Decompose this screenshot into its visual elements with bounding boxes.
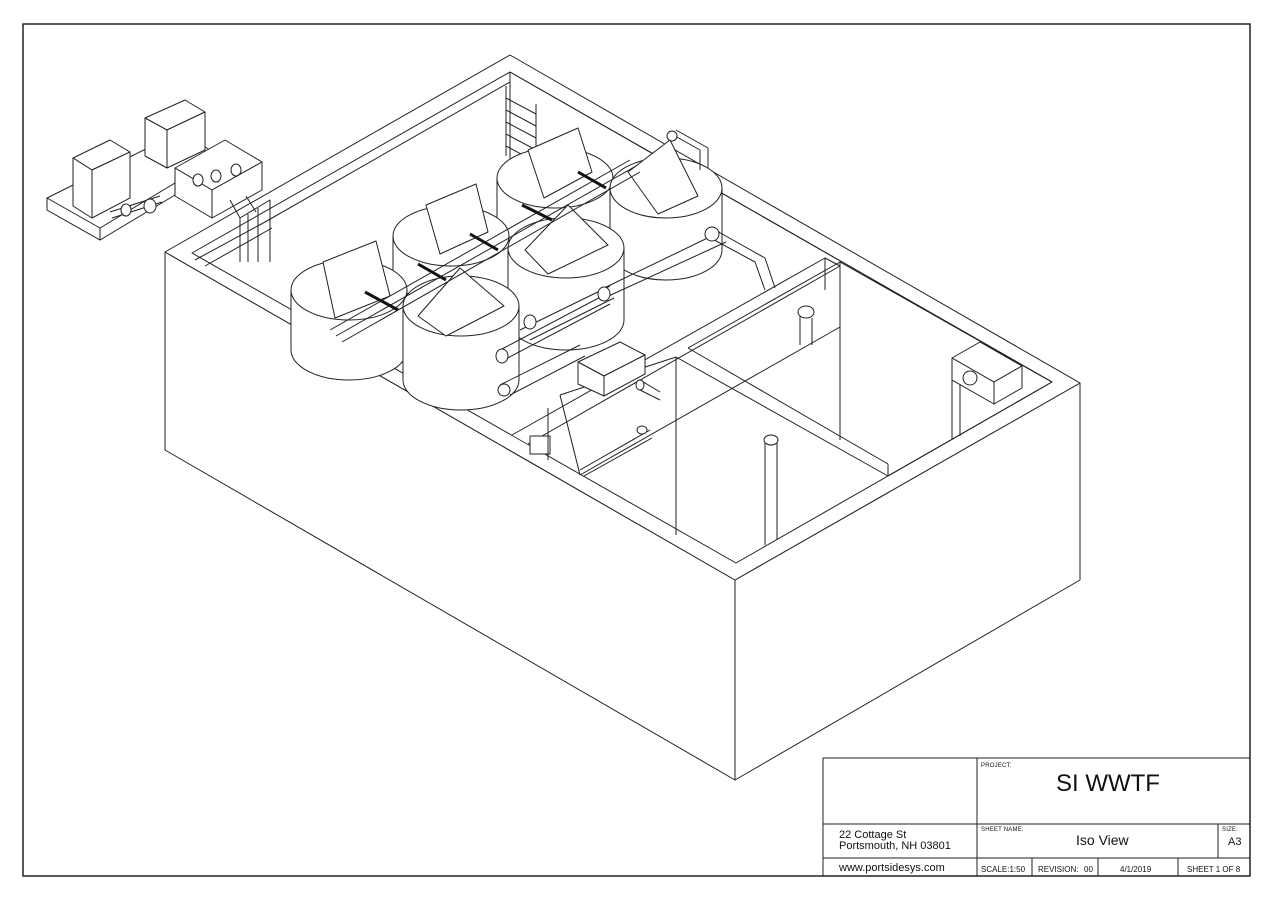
manifold-pipes	[109, 163, 257, 219]
sheet-of: SHEET 1 OF 8	[1187, 865, 1241, 874]
isometric-drawing	[46, 54, 1081, 781]
pipe-fittings	[495, 130, 815, 446]
date: 4/1/2019	[1120, 865, 1152, 874]
project-label: PROJECT:	[981, 763, 1012, 769]
sheet-border	[22, 23, 1251, 877]
control-panel-1	[72, 139, 131, 219]
revision-label: REVISION:	[1038, 865, 1079, 874]
partition-wall-2	[579, 326, 841, 476]
screen-box-center	[577, 341, 646, 397]
revision-value: 00	[1084, 865, 1093, 874]
partition-wall-1	[511, 257, 841, 445]
partition-wall-3	[687, 261, 1053, 477]
bracket	[529, 408, 551, 460]
control-panel-2	[144, 99, 206, 169]
address-line-2: Portsmouth, NH 03801	[839, 840, 951, 852]
valve-handles	[364, 170, 607, 312]
address-line-1: 22 Cottage St	[839, 829, 907, 841]
sheet-size: A3	[1228, 836, 1242, 848]
screen-box-right	[951, 341, 1023, 440]
website: www.portsidesys.com	[839, 862, 945, 874]
size-label: SIZE:	[1222, 827, 1239, 833]
sheet-name-label: SHEET NAME:	[981, 827, 1024, 833]
sheet-name: Iso View	[1076, 832, 1129, 848]
cylinder-tank-4	[507, 204, 625, 351]
pipe-runs	[194, 81, 813, 545]
project-name: SI WWTF	[1056, 770, 1160, 797]
title-block	[822, 757, 1251, 877]
cylinder-tank-6	[402, 267, 520, 411]
scale: SCALE:1:50	[981, 865, 1026, 874]
